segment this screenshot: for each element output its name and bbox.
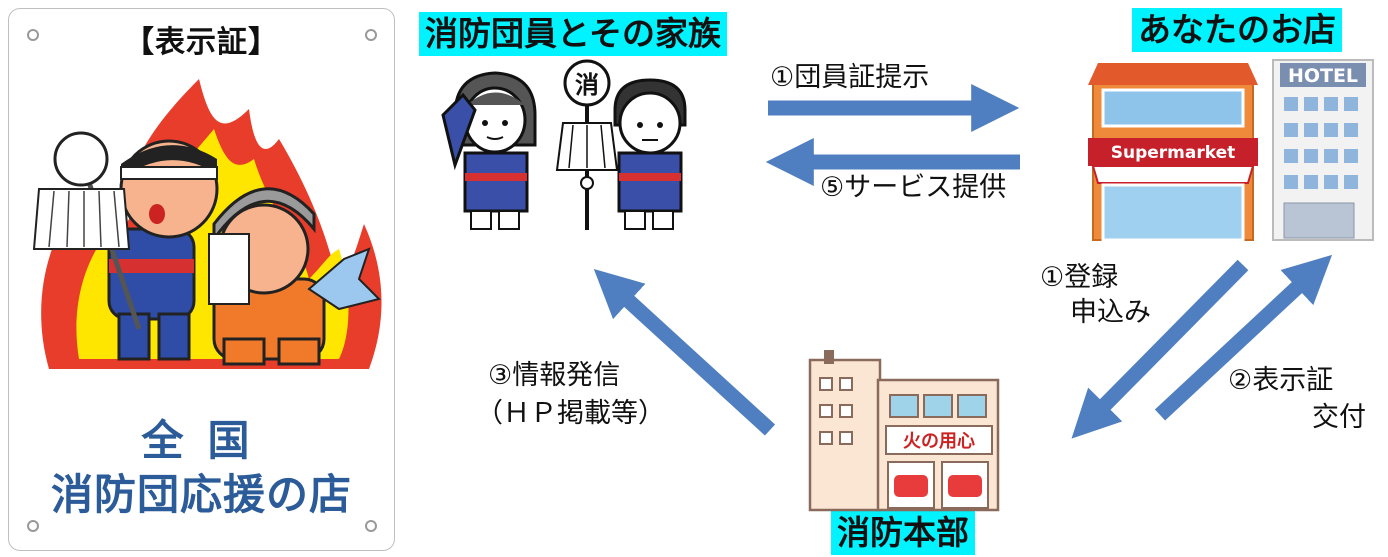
arrow-register — [1071, 259, 1249, 439]
saluting-member-icon — [441, 71, 537, 230]
arrow-info — [593, 269, 776, 436]
label-provide-service: ⑤サービス提供 — [820, 172, 1007, 203]
hotel-icon: HOTEL — [1272, 59, 1374, 241]
label-issue-2: 交付 — [1312, 402, 1366, 433]
fire-safety-banner-text: 火の用心 — [903, 431, 975, 452]
firefighter-helmet-icon — [208, 187, 381, 366]
label-info-1: ③情報発信 — [488, 360, 621, 391]
fire-station-illustration: 火の用心 — [808, 350, 1000, 512]
arrow-issue — [1154, 254, 1333, 421]
shop-heading: あなたのお店 — [1132, 8, 1342, 52]
sign-line-zenkoku: 全国 — [141, 416, 274, 465]
screw-icon — [27, 520, 39, 532]
sign-illustration — [27, 29, 382, 532]
sign-line-shop: 消防団応援の店 — [50, 470, 352, 519]
supermarket-sign-text: Supermarket — [1111, 143, 1236, 163]
hotel-sign-text: HOTEL — [1288, 65, 1358, 87]
firefighter-icon — [107, 139, 219, 361]
family-heading: 消防団員とその家族 — [419, 12, 728, 56]
member-icon — [613, 78, 687, 230]
fire-brigade-family-illustration: 消 — [441, 59, 687, 230]
shop-illustration: HOTEL Supermarket — [1088, 59, 1374, 242]
screw-icon — [365, 29, 377, 41]
label-info-2: （ＨＰ掲載等） — [476, 398, 665, 429]
screw-icon — [27, 29, 39, 41]
matoi-icon — [32, 131, 142, 330]
label-issue-1: ②表示証 — [1228, 365, 1334, 396]
helmet-badge-text: 消 — [575, 71, 599, 99]
screw-icon — [365, 520, 377, 532]
label-register-2: 申込み — [1070, 297, 1151, 328]
display-certificate-card: 【表示証】 — [8, 8, 395, 551]
supermarket-icon: Supermarket — [1088, 63, 1258, 242]
label-present-id: ①団員証提示 — [770, 62, 930, 93]
hq-heading: 消防本部 — [831, 511, 975, 555]
label-register-1: ①登録 — [1040, 262, 1119, 293]
sign-title: 【表示証】 — [124, 25, 279, 60]
matoi-standard-icon: 消 — [555, 59, 619, 230]
